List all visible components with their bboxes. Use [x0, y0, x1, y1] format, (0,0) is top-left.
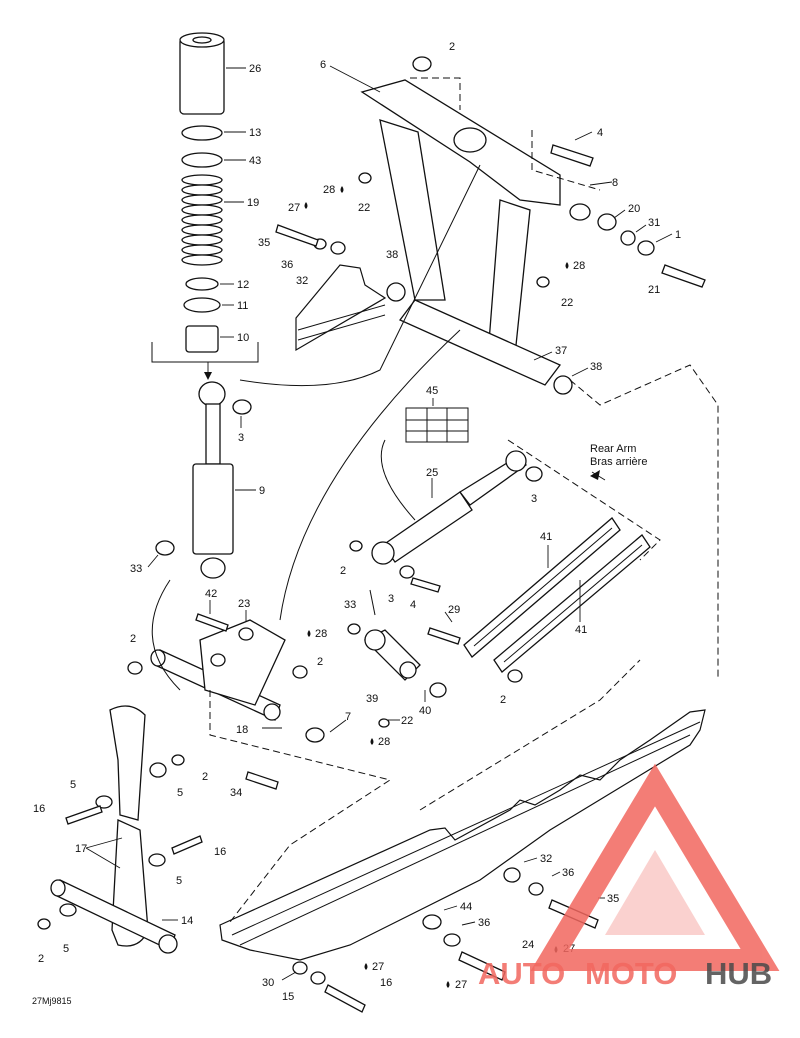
callout-25: 25	[426, 467, 438, 479]
callout-9: 9	[259, 485, 265, 497]
callout-39: 39	[366, 693, 378, 705]
callout-2-top: 2	[449, 41, 455, 53]
callout-12: 12	[237, 279, 249, 291]
callout-5-d: 5	[63, 943, 69, 955]
callout-22-mid: 22	[401, 715, 413, 727]
callout-38-right: 38	[590, 361, 602, 373]
callout-13: 13	[249, 127, 261, 139]
callout-35-top: 35	[258, 237, 270, 249]
callout-28-right: 28	[573, 260, 585, 272]
rear-suspension-frame	[275, 56, 706, 395]
callout-27-bottom: 27	[455, 979, 467, 991]
callout-44: 44	[460, 901, 472, 913]
callout-42: 42	[205, 588, 217, 600]
callout-27-low: 27	[372, 961, 384, 973]
callout-20: 20	[628, 203, 640, 215]
callout-36-rail: 36	[562, 867, 574, 879]
rear-shock-assembly	[349, 407, 651, 683]
callout-16-right: 16	[214, 846, 226, 858]
front-arm-assembly	[127, 613, 461, 790]
watermark-moto: MOTO	[585, 956, 677, 991]
callout-36-low: 36	[478, 917, 490, 929]
callout-24: 24	[522, 939, 534, 951]
front-shock-assembly	[151, 32, 259, 579]
callout-6: 6	[320, 59, 326, 71]
callout-28-low: 28	[378, 736, 390, 748]
callout-5-a: 5	[70, 779, 76, 791]
callout-31: 31	[648, 217, 660, 229]
callout-4-mid: 4	[410, 599, 416, 611]
callout-18: 18	[236, 724, 248, 736]
callout-28-mid: 28	[315, 628, 327, 640]
callout-28-top: 28	[323, 184, 335, 196]
callout-23: 23	[238, 598, 250, 610]
callout-leaders	[85, 65, 673, 981]
watermark-hub: HUB	[705, 956, 772, 991]
callout-4-top: 4	[597, 127, 603, 139]
callout-38-left: 38	[386, 249, 398, 261]
callout-2-bracket: 2	[202, 771, 208, 783]
callout-3-front: 3	[238, 432, 244, 444]
callout-8: 8	[612, 177, 618, 189]
automotohub-watermark: AUTO MOTO HUB	[478, 763, 780, 991]
callout-14: 14	[181, 915, 193, 927]
callout-33-front: 33	[130, 563, 142, 575]
callout-15: 15	[282, 991, 294, 1003]
callout-30: 30	[262, 977, 274, 989]
callout-7: 7	[345, 711, 351, 723]
callout-2-bottom: 2	[38, 953, 44, 965]
callout-numbers: 26 13 43 19 12 11 10 3 9 33 2 6 4 28 22 …	[33, 41, 681, 1003]
lower-front-bracket	[37, 705, 203, 954]
callout-2-arm-end: 2	[500, 694, 506, 706]
callout-29: 29	[448, 604, 460, 616]
assembly-dashed-lines	[151, 77, 719, 923]
callout-45: 45	[426, 385, 438, 397]
callout-5-b: 5	[177, 787, 183, 799]
callout-3-rear: 3	[531, 493, 537, 505]
callout-33-rear: 33	[344, 599, 356, 611]
callout-2-left: 2	[130, 633, 136, 645]
callout-22-right: 22	[561, 297, 573, 309]
callout-26: 26	[249, 63, 261, 75]
callout-43: 43	[249, 155, 261, 167]
callout-36-top: 36	[281, 259, 293, 271]
rear-arm-label-fr: Bras arrière	[590, 456, 647, 468]
callout-22-top: 22	[358, 202, 370, 214]
coil-spring	[181, 174, 223, 266]
callout-21: 21	[648, 284, 660, 296]
callout-10: 10	[237, 332, 249, 344]
callout-5-c: 5	[176, 875, 182, 887]
callout-19: 19	[247, 197, 259, 209]
callout-2-mid: 2	[340, 565, 346, 577]
callout-35-rail: 35	[607, 893, 619, 905]
callout-34: 34	[230, 787, 242, 799]
callout-2-arm: 2	[317, 656, 323, 668]
callout-41-upper: 41	[540, 531, 552, 543]
callout-32-top: 32	[296, 275, 308, 287]
callout-32-rail: 32	[540, 853, 552, 865]
callout-40: 40	[419, 705, 431, 717]
callout-11: 11	[237, 300, 248, 312]
callout-3-mid: 3	[388, 593, 394, 605]
callout-16-left: 16	[33, 803, 45, 815]
callout-37: 37	[555, 345, 567, 357]
watermark-auto: AUTO	[478, 956, 565, 991]
rear-arm-label-en: Rear Arm	[590, 443, 636, 455]
watermark-triangle-logo-icon	[530, 763, 780, 971]
callout-17: 17	[75, 843, 87, 855]
figure-id: 27Mj9815	[32, 996, 72, 1006]
callout-41-lower: 41	[575, 624, 587, 636]
callout-1: 1	[675, 229, 681, 241]
slide-rail	[219, 709, 706, 1013]
callout-16-low: 16	[380, 977, 392, 989]
callout-27-top: 27	[288, 202, 300, 214]
